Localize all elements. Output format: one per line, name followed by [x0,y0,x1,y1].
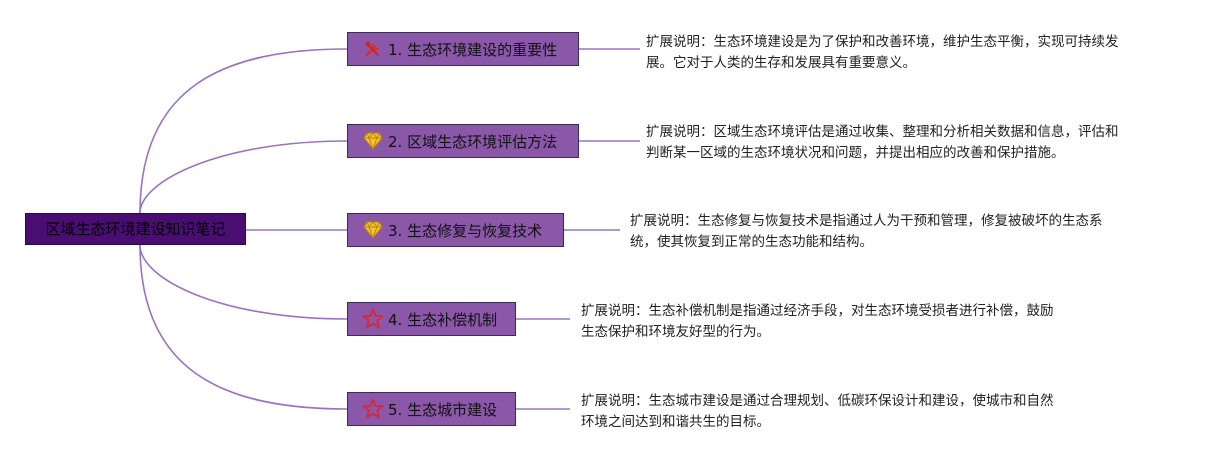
note-3: 扩展说明：生态修复与恢复技术是指通过人为干预和管理，修复被破坏的生态系 统，使其… [630,213,1103,250]
root-to-branch-line-5 [139,244,348,410]
branch-label: 3. 生态修复与恢复技术 [388,221,543,240]
star-icon [362,308,384,330]
note-2: 扩展说明：区域生态环境评估是通过收集、整理和分析相关数据和信息，评估和 判断某一… [646,124,1119,161]
branch-label: 4. 生态补偿机制 [388,310,498,329]
note-1: 扩展说明：生态环境建设是为了保护和改善环境，维护生态平衡，实现可持续发 展。它对… [646,34,1119,71]
gem-icon [362,219,384,241]
gem-icon [362,130,384,152]
tools-icon [362,38,384,60]
branch-node-5[interactable]: 5. 生态城市建设 [347,392,516,426]
root-to-branch-line-4 [139,244,348,320]
branch-node-3[interactable]: 3. 生态修复与恢复技术 [347,213,564,247]
branch-node-4[interactable]: 4. 生态补偿机制 [347,302,516,336]
root-to-branch-line-1 [139,48,348,214]
note-5: 扩展说明：生态城市建设是通过合理规划、低碳环保设计和建设，使城市和自然 环境之间… [581,393,1054,430]
branch-label: 2. 区域生态环境评估方法 [388,132,558,151]
branch-node-2[interactable]: 2. 区域生态环境评估方法 [347,124,579,158]
branch-label: 5. 生态城市建设 [388,400,498,419]
root-node[interactable]: 区域生态环境建设知识笔记 [25,213,246,245]
branch-node-1[interactable]: 1. 生态环境建设的重要性 [347,32,579,66]
star-icon [362,398,384,420]
root-to-branch-line-2 [139,140,348,214]
note-4: 扩展说明：生态补偿机制是指通过经济手段，对生态环境受损者进行补偿，鼓励 生态保护… [581,303,1054,340]
branch-label: 1. 生态环境建设的重要性 [388,40,558,59]
